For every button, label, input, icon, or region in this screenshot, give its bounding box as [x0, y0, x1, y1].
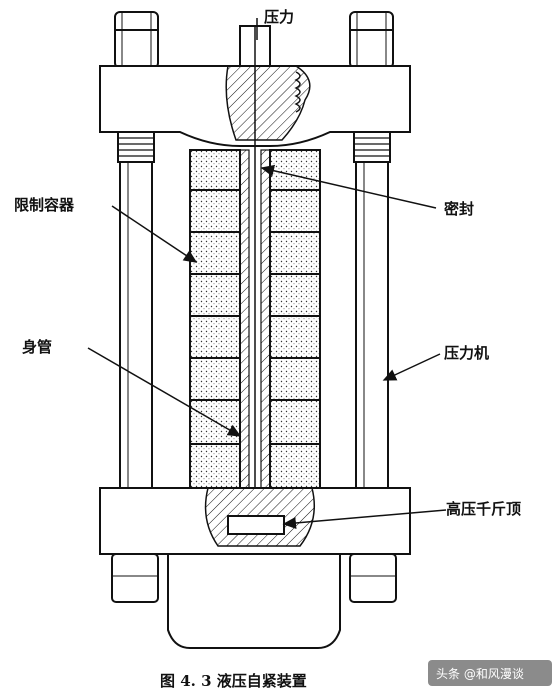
- watermark-text: 头条 @和风漫谈: [436, 667, 524, 681]
- seal-rings: [294, 71, 301, 113]
- left-rod-thread: [117, 131, 155, 163]
- jack-piston: [227, 515, 285, 535]
- left-tie-rod: [119, 161, 153, 489]
- label-body-tube: 身管: [22, 338, 52, 356]
- left-tie-rod-top-nut: [114, 11, 159, 69]
- label-pressure: 压力: [264, 8, 294, 26]
- right-tie-rod: [355, 161, 389, 489]
- jack-leader: [282, 509, 447, 529]
- body-tube-leader: [87, 347, 242, 437]
- container-right-half: [269, 149, 321, 489]
- right-rod-thread: [353, 131, 391, 163]
- label-press: 压力机: [444, 344, 489, 362]
- upper-cutaway-section: [225, 65, 311, 141]
- press-leader: [382, 353, 441, 381]
- watermark-badge: [428, 660, 552, 686]
- right-tie-rod-bottom-nut: [349, 553, 397, 603]
- label-seal: 密封: [444, 200, 474, 218]
- label-container: 限制容器: [14, 196, 75, 214]
- seal-leader: [260, 164, 437, 209]
- label-jack: 高压千斤顶: [446, 500, 521, 518]
- left-tie-rod-bottom-nut: [111, 553, 159, 603]
- figure-caption: 图 4. 3 液压自紧装置: [160, 672, 307, 690]
- container-left-half: [189, 149, 241, 489]
- right-tie-rod-top-nut: [349, 11, 394, 69]
- high-pressure-jack-body: [167, 553, 341, 649]
- container-leader: [111, 205, 198, 263]
